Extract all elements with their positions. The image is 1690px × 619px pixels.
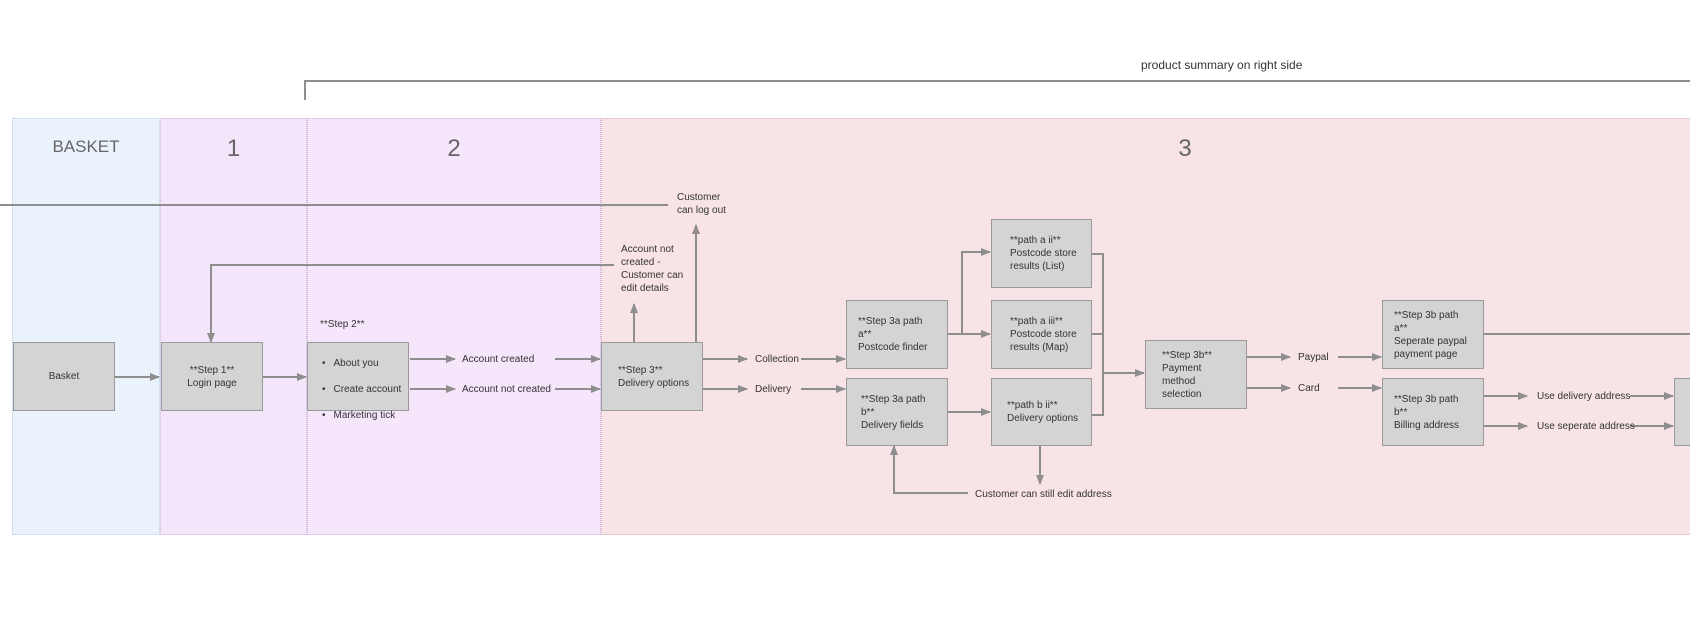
account-not-created-edit-label: Account not created - Customer can edit …	[621, 244, 684, 294]
basket-box[interactable]: Basket	[13, 342, 115, 411]
basket-box-label: Basket	[48, 371, 80, 382]
lane-step-2: 2	[307, 118, 601, 535]
step1-login-box[interactable]: **Step 1** Login page	[161, 342, 263, 411]
collection-label: Collection	[755, 354, 799, 365]
step2-item: Marketing tick	[334, 409, 401, 422]
use-delivery-address-label: Use delivery address	[1537, 391, 1631, 402]
path-a-ii-box[interactable]: **path a ii** Postcode store results (Li…	[991, 219, 1092, 288]
step3b-label: **Step 3b** Payment method selection	[1162, 349, 1213, 400]
path-a-iii-box[interactable]: **path a iii** Postcode store results (M…	[991, 300, 1092, 369]
step2-title: **Step 2**	[320, 319, 365, 330]
delivery-label: Delivery	[755, 384, 792, 395]
step2-list: About you Create account Marketing tick	[320, 344, 402, 435]
arrow-edit-address-to-3a-b	[890, 445, 968, 494]
step3b-payment-box[interactable]: **Step 3b** Payment method selection	[1145, 340, 1247, 409]
step3a-path-a-label: **Step 3a path a** Postcode finder	[858, 316, 928, 353]
step3b-path-a-box[interactable]: **Step 3b path a** Seperate paypal payme…	[1382, 300, 1484, 369]
lane-step-3-title: 3	[1178, 135, 1192, 162]
step3-label: **Step 3** Delivery options	[618, 364, 690, 389]
step3-delivery-options-box[interactable]: **Step 3** Delivery options	[601, 342, 703, 411]
card-label: Card	[1298, 383, 1320, 394]
step3b-path-b-label: **Step 3b path b** Billing address	[1394, 393, 1460, 431]
next-step-box-partial[interactable]	[1674, 378, 1690, 446]
arrow-3a-to-path-a-ii	[948, 248, 991, 335]
path-b-ii-label: **path b ii** Delivery options	[1007, 400, 1079, 424]
path-a-ii-label: **path a ii** Postcode store results (Li…	[1010, 235, 1077, 272]
lane-step-2-title: 2	[447, 135, 461, 162]
step3b-path-a-label: **Step 3b path a** Seperate paypal payme…	[1394, 309, 1467, 360]
customer-edit-address-label: Customer can still edit address	[975, 489, 1112, 500]
step3a-path-b-label: **Step 3a path b** Delivery fields	[861, 393, 926, 431]
step1-login-label: **Step 1** Login page	[187, 364, 237, 389]
step2-box[interactable]: **Step 2** About you Create account Mark…	[307, 319, 409, 421]
use-separate-address-label: Use seperate address	[1537, 421, 1635, 432]
lane-step-3: 3	[601, 118, 1690, 535]
customer-logout-label: Customer can log out	[677, 192, 726, 216]
step2-item: About you	[334, 357, 401, 370]
lane-basket-title: BASKET	[52, 137, 120, 156]
step3a-path-a-box[interactable]: **Step 3a path a** Postcode finder	[846, 300, 948, 369]
lane-basket: BASKET	[12, 118, 160, 535]
lane-step-1-title: 1	[226, 135, 241, 162]
path-a-iii-label: **path a iii** Postcode store results (M…	[1010, 316, 1077, 353]
account-not-created-label: Account not created	[462, 384, 551, 395]
lane-step-1: 1	[160, 118, 307, 535]
path-b-ii-box[interactable]: **path b ii** Delivery options	[991, 378, 1092, 446]
account-created-label: Account created	[462, 354, 535, 365]
arrow-edit-back-to-step1	[207, 264, 614, 343]
paypal-label: Paypal	[1298, 352, 1329, 363]
step2-item: Create account	[334, 383, 402, 396]
product-summary-bracket-label: product summary on right side	[1141, 58, 1303, 72]
step3b-path-b-box[interactable]: **Step 3b path b** Billing address	[1382, 378, 1484, 446]
step3a-path-b-box[interactable]: **Step 3a path b** Delivery fields	[846, 378, 948, 446]
product-summary-bracket	[304, 80, 1690, 100]
